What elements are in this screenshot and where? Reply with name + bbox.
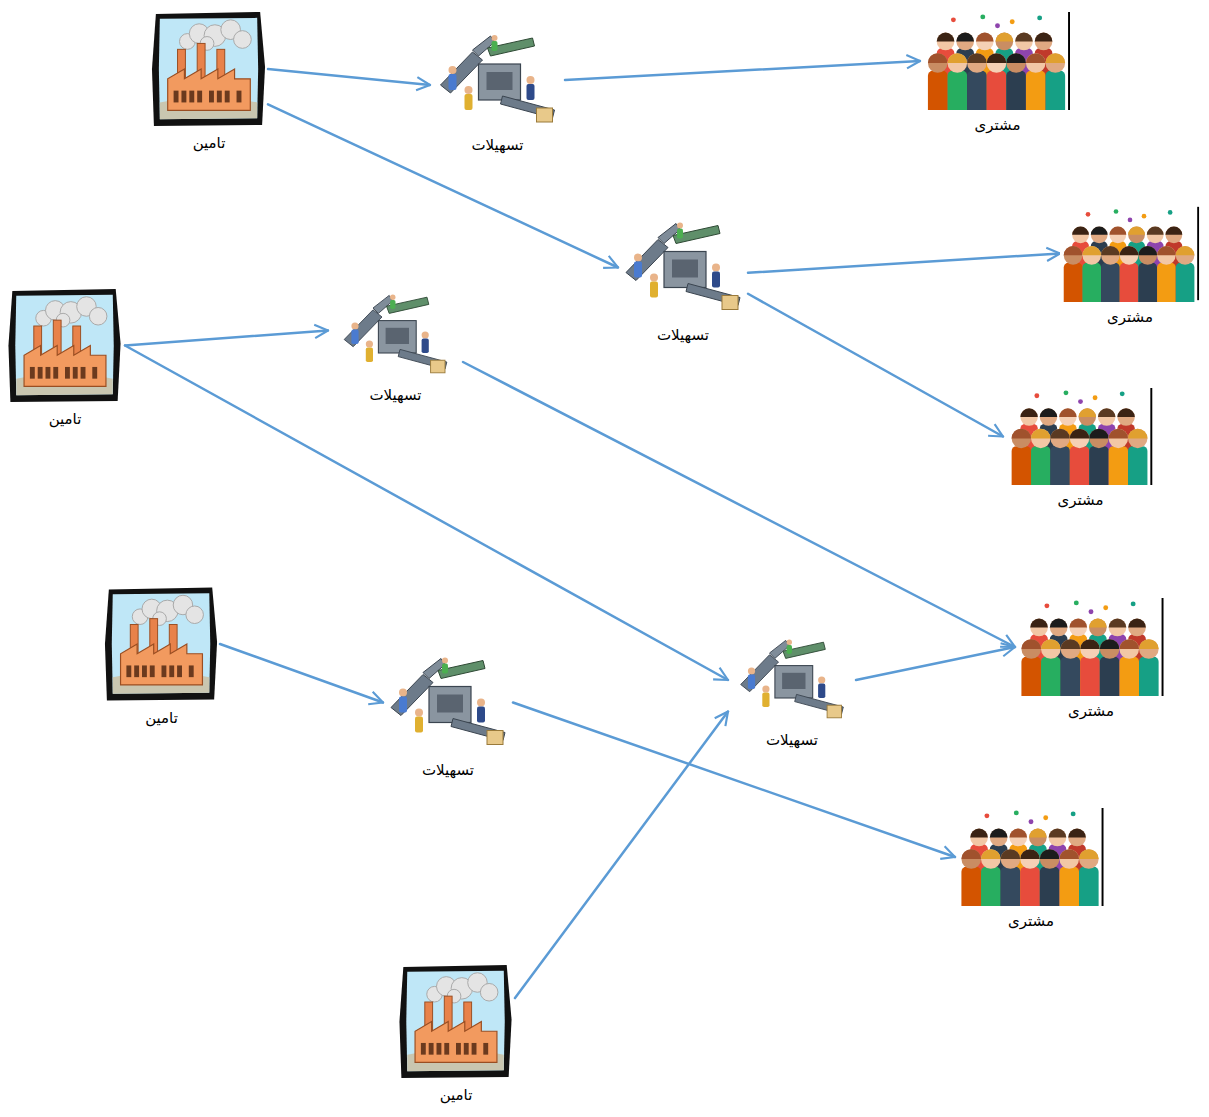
node-label: مشتری [1068, 702, 1114, 720]
flow-arrow [268, 104, 618, 267]
facility-picture [344, 295, 447, 373]
crowd-icon [1015, 598, 1167, 696]
customer-node: مشتری [955, 808, 1107, 906]
customer-node: مشتری [1003, 388, 1158, 485]
node-label: تسهیلات [369, 386, 421, 404]
facility-picture [441, 35, 555, 122]
factory-icon [103, 585, 220, 703]
facility-node: تسهیلات [728, 635, 856, 725]
crowd-icon [920, 12, 1075, 110]
customer-node: مشتری [1015, 598, 1167, 696]
supplier-node: تامین [5, 287, 125, 404]
facility-icon [383, 650, 513, 755]
facility-node: تسهیلات [430, 30, 565, 130]
node-label: مشتری [975, 116, 1021, 134]
crowd-picture [1008, 388, 1154, 485]
flow-arrow [748, 294, 1003, 437]
factory-picture [399, 965, 511, 1078]
facility-icon [728, 635, 856, 725]
node-label: تسهیلات [422, 761, 474, 779]
facility-node: تسهیلات [383, 650, 513, 755]
crowd-picture [924, 12, 1071, 110]
supplier-node: تامین [103, 585, 220, 703]
crowd-picture [1060, 207, 1200, 302]
crowd-picture [958, 808, 1105, 906]
factory-icon [5, 287, 125, 404]
node-label: تامین [440, 1086, 473, 1104]
facility-icon [328, 290, 463, 380]
flow-arrow [748, 254, 1060, 273]
node-label: تسهیلات [657, 326, 709, 344]
factory-picture [8, 289, 120, 402]
node-label: تامین [193, 134, 226, 152]
facility-icon [430, 30, 565, 130]
factory-icon [150, 10, 268, 128]
facility-node: تسهیلات [328, 290, 463, 380]
node-label: تامین [49, 410, 82, 428]
factory-picture [105, 587, 217, 700]
facility-icon [618, 215, 748, 320]
factory-picture [152, 12, 265, 126]
facility-picture [741, 640, 844, 718]
node-label: تامین [145, 709, 178, 727]
flow-arrow [856, 647, 1015, 680]
facility-picture [626, 223, 740, 310]
flow-arrow [268, 69, 430, 85]
customer-node: مشتری [920, 12, 1075, 110]
customer-node: مشتری [1060, 205, 1200, 302]
flow-arrow [565, 61, 920, 80]
node-label: تسهیلات [471, 136, 523, 154]
supplier-node: تامین [150, 10, 268, 128]
crowd-icon [955, 808, 1107, 906]
facility-picture [391, 658, 505, 745]
node-label: تسهیلات [766, 731, 818, 749]
node-label: مشتری [1107, 308, 1153, 326]
node-label: مشتری [1058, 491, 1104, 509]
flow-arrow [513, 703, 955, 858]
crowd-icon [1060, 205, 1200, 302]
flow-arrow [220, 644, 383, 703]
supplier-node: تامین [397, 963, 515, 1080]
flow-arrow [463, 362, 1015, 647]
node-label: مشتری [1008, 912, 1054, 930]
crowd-icon [1003, 388, 1158, 485]
flow-arrow [125, 331, 328, 346]
factory-icon [397, 963, 515, 1080]
facility-node: تسهیلات [618, 215, 748, 320]
crowd-picture [1018, 598, 1165, 696]
flow-arrow [515, 712, 728, 999]
